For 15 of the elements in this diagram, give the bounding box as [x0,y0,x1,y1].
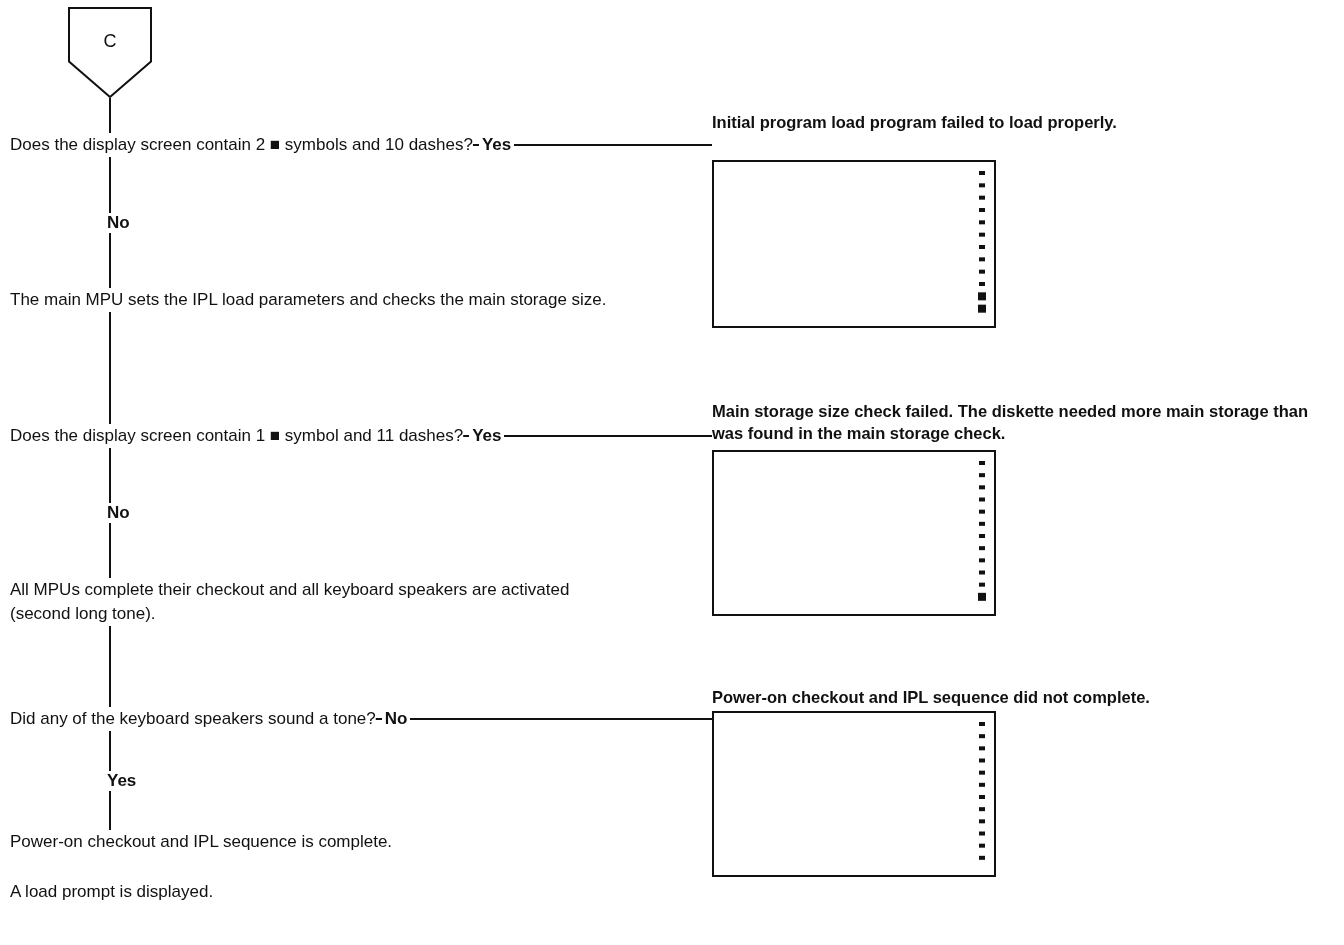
decision-question: Does the display screen contain 1 ■ symbol and 11 dashes? [10,425,464,447]
decision-question: Did any of the keyboard speakers sound a tone? [10,708,376,730]
flow-line [109,97,111,134]
error-message: Main storage size check failed. The diskette needed more main storage than was found in the main storage check. [712,401,1309,444]
flow-line [374,718,713,720]
process-step-text: Power-on checkout and IPL sequence is complete. [10,831,393,853]
connector-letter: C [102,30,118,53]
error-message: Initial program load program failed to load properly. [712,112,1118,133]
note-text: A load prompt is displayed. [10,881,214,903]
error-message: Power-on checkout and IPL sequence did not complete. [712,687,1151,708]
flow-line [109,625,111,708]
process-step-text: All MPUs complete their checkout and all keyboard speakers are activated (second long tone). [10,579,571,625]
flow-line [109,311,111,425]
process-step-text: The main MPU sets the IPL load parameters and checks the main storage size. [10,289,607,311]
decision-question: Does the display screen contain 2 ■ symbols and 10 dashes? [10,134,473,156]
